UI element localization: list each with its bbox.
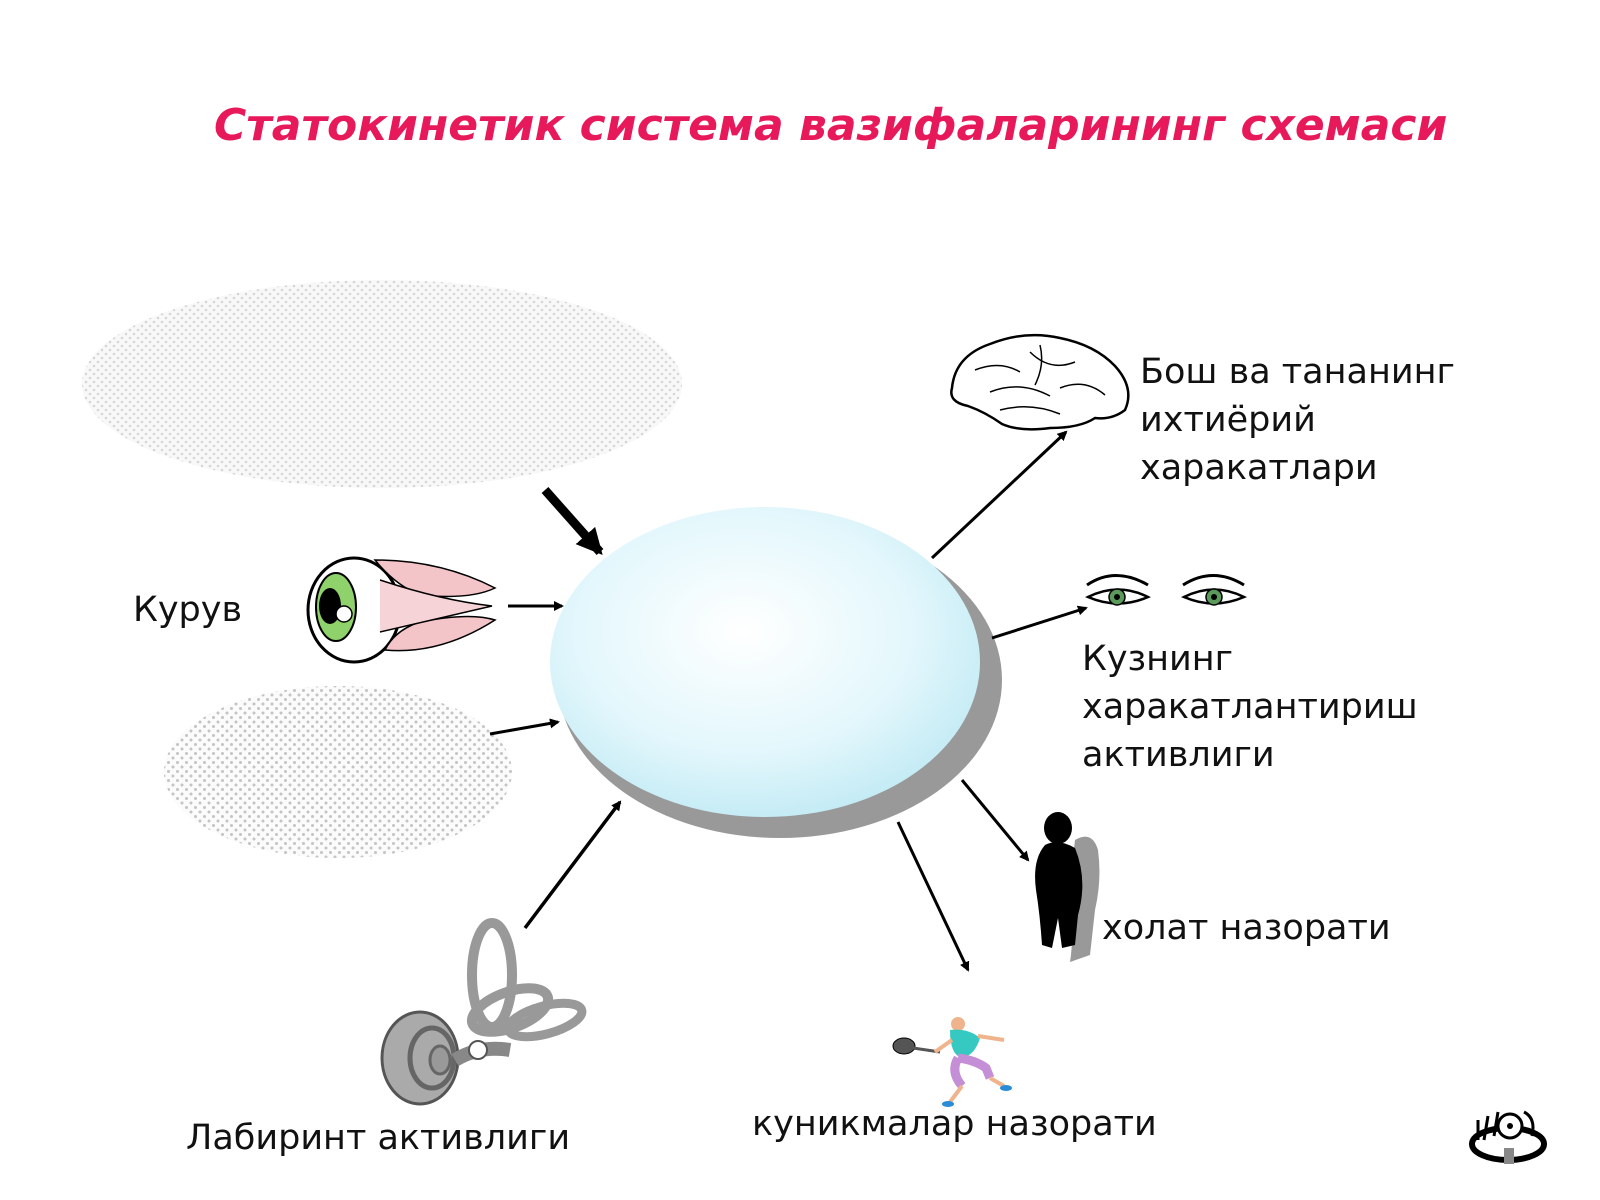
page-title: Статокинетик система вазифаларининг схем…	[214, 100, 1448, 151]
faded-ellipse-top	[82, 280, 682, 488]
logo-icon	[1469, 1110, 1547, 1164]
arrow-to-head-body	[930, 430, 1068, 560]
arrow-to-posture	[960, 779, 1030, 862]
arrow-from-top-ellipse	[541, 487, 604, 555]
faded-ellipse-middle	[164, 686, 512, 858]
arrow-to-eye-movement	[991, 605, 1088, 640]
label-skills-control: куникмалар назорати	[752, 1104, 1157, 1144]
label-vision: Курув	[133, 590, 243, 630]
label-head-body-movements: Бош ва тананинг ихтиёрий харакатлари	[1140, 352, 1455, 488]
arrow-to-locomotion	[896, 821, 970, 972]
human-silhouette-icon	[1035, 812, 1100, 962]
label-labyrinth-activity: Лабиринт активлиги	[186, 1118, 571, 1158]
center-ellipse	[550, 507, 980, 817]
brain-icon	[950, 333, 1130, 431]
arrow-from-middle-ellipse	[489, 718, 560, 736]
label-eye-movement-activity: Кузнинг харакатлантириш активлиги	[1082, 639, 1418, 775]
arrow-from-labyrinth	[523, 800, 622, 930]
eyes-icon	[1085, 574, 1247, 606]
eyeball-icon	[306, 556, 497, 664]
tennis-player-icon	[892, 1017, 1012, 1107]
inner-ear-icon	[380, 918, 587, 1106]
label-posture-control: холат назорати	[1102, 908, 1391, 948]
